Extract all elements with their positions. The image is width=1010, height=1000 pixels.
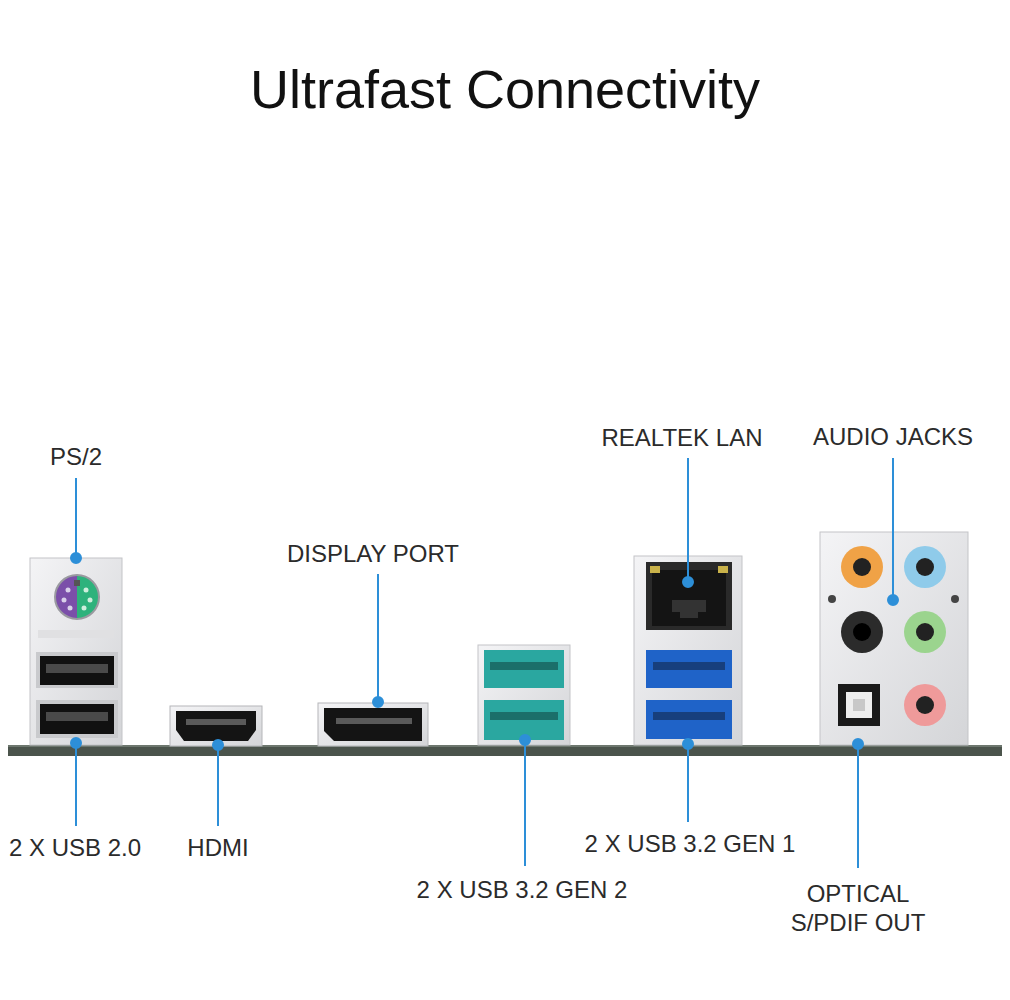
usb32-gen2-ports-part [478, 645, 570, 745]
audio-block-part [904, 684, 946, 726]
page-title: Ultrafast Connectivity [0, 58, 1010, 120]
ps2-usb2-block-part [84, 588, 89, 593]
leader-lines-part [683, 739, 693, 749]
usb32-gen2-ports-part [490, 712, 558, 720]
leader-lines-part [683, 577, 693, 587]
ps2-usb2-block-part [55, 575, 99, 619]
port-label: 2 X USB 3.2 GEN 2 [417, 875, 628, 904]
port-label: PS/2 [50, 442, 102, 471]
port-label: OPTICAL S/PDIF OUT [778, 879, 938, 937]
leader-lines-part [892, 458, 894, 598]
audio-block-part [904, 611, 946, 653]
audio-block-part [841, 611, 883, 653]
leader-lines-part [217, 747, 219, 826]
audio-block-part [841, 546, 883, 588]
hdmi-port-part [186, 719, 246, 725]
audio-block-part [904, 546, 946, 588]
ps2-usb2-block-part [38, 630, 114, 638]
displayport-port [318, 703, 428, 746]
ps2-usb2-block-part [40, 704, 114, 734]
hdmi-port-part [176, 711, 256, 741]
ps2-usb2-block-part [66, 588, 71, 593]
usb32-gen2-ports-part [490, 662, 558, 670]
leader-lines-part [373, 697, 383, 707]
leader-lines-part [853, 739, 863, 749]
lan-usb32-gen1-block-part [634, 556, 742, 745]
audio-block-part [853, 623, 871, 641]
ps2-usb2-block-part [77, 575, 99, 619]
leader-lines-part [75, 478, 77, 556]
leader-lines-part [687, 458, 689, 580]
ps2-usb2-block-part [30, 558, 122, 745]
leader-lines-part [71, 553, 81, 563]
audio-block-part [853, 558, 871, 576]
lan-usb32-gen1-block [634, 556, 742, 745]
audio-block-part [916, 696, 934, 714]
ps2-usb2-block-part [74, 580, 80, 586]
leader-lines-part [213, 740, 223, 750]
displayport-port-part [336, 718, 412, 724]
ps2-usb2-block [30, 558, 122, 745]
ps2-usb2-block-part [46, 712, 108, 721]
lan-usb32-gen1-block-part [653, 712, 725, 720]
lan-usb32-gen1-block-part [653, 662, 725, 670]
lan-usb32-gen1-block-part [672, 600, 706, 618]
leader-lines-part [377, 574, 379, 700]
leader-lines-part [75, 745, 77, 826]
ps2-usb2-block-part [88, 598, 93, 603]
lan-usb32-gen1-block-part [718, 566, 728, 573]
audio-block-part [828, 595, 836, 603]
audio-block-part [916, 558, 934, 576]
displayport-port-part [318, 703, 428, 746]
usb32-gen2-ports-part [484, 700, 564, 740]
usb32-gen2-ports [478, 645, 570, 745]
leader-lines-part [71, 738, 81, 748]
audio-block-part [916, 623, 934, 641]
lan-usb32-gen1-block-part [652, 570, 726, 626]
lan-usb32-gen1-block-part [646, 650, 732, 688]
ps2-usb2-block-part [36, 700, 118, 738]
port-label: HDMI [187, 833, 248, 862]
ps2-usb2-block-part [46, 664, 108, 673]
port-label: DISPLAY PORT [287, 539, 459, 568]
usb32-gen2-ports-part [484, 650, 564, 688]
port-label: AUDIO JACKS [813, 422, 973, 451]
port-label: REALTEK LAN [602, 423, 763, 452]
audio-block-part [838, 684, 880, 726]
leader-lines-part [524, 742, 526, 866]
leader-lines-part [888, 595, 898, 605]
lan-usb32-gen1-block-part [650, 566, 660, 573]
audio-block-part [846, 692, 872, 718]
ps2-usb2-block-part [55, 575, 77, 619]
leader-lines-part [687, 746, 689, 822]
leader-lines-part [520, 735, 530, 745]
ps2-usb2-block-part [62, 598, 67, 603]
ps2-usb2-block-part [68, 606, 73, 611]
lan-usb32-gen1-block-part [646, 700, 732, 739]
audio-block-part [853, 699, 865, 711]
leader-lines-part [857, 746, 859, 868]
port-label: 2 X USB 3.2 GEN 1 [585, 829, 796, 858]
ps2-usb2-block-part [40, 656, 114, 685]
displayport-port-part [324, 708, 422, 741]
audio-block-part [951, 595, 959, 603]
leader-lines [71, 458, 898, 868]
ps2-usb2-block-part [82, 606, 87, 611]
ps2-usb2-block-part [36, 652, 118, 688]
port-label: 2 X USB 2.0 [9, 833, 141, 862]
